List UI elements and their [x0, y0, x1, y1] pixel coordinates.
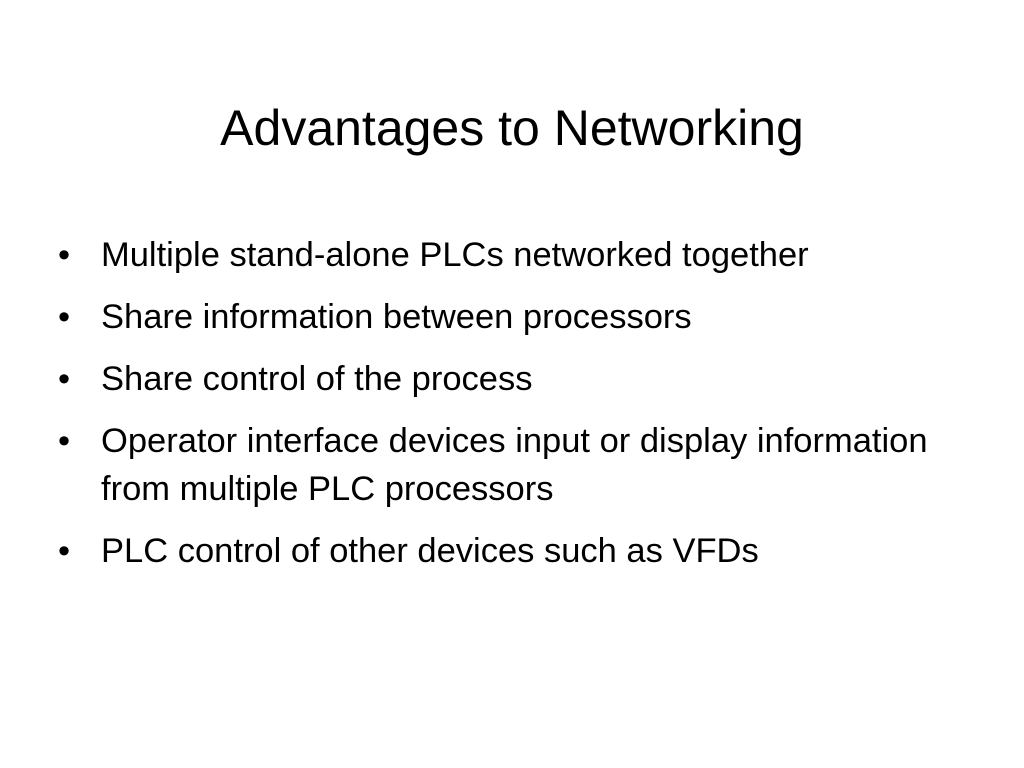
bullet-item: • PLC control of other devices such as V…	[58, 527, 958, 575]
bullet-icon: •	[58, 298, 71, 336]
slide-title: Advantages to Networking	[220, 100, 804, 156]
bullet-item: • Share information between processors	[58, 293, 958, 341]
bullet-text: PLC control of other devices such as VFD…	[101, 532, 759, 570]
bullet-list: • Multiple stand-alone PLCs networked to…	[58, 231, 958, 589]
bullet-text: Share control of the process	[101, 360, 533, 398]
bullet-icon: •	[58, 360, 71, 398]
bullet-item: • Operator interface devices input or di…	[58, 417, 958, 513]
bullet-item: • Multiple stand-alone PLCs networked to…	[58, 231, 958, 279]
bullet-icon: •	[58, 236, 71, 274]
bullet-text: Share information between processors	[101, 298, 692, 336]
bullet-icon: •	[58, 422, 71, 460]
bullet-icon: •	[58, 532, 71, 570]
bullet-text: Operator interface devices input or disp…	[101, 422, 928, 508]
bullet-text: Multiple stand-alone PLCs networked toge…	[101, 236, 809, 274]
bullet-item: • Share control of the process	[58, 355, 958, 403]
